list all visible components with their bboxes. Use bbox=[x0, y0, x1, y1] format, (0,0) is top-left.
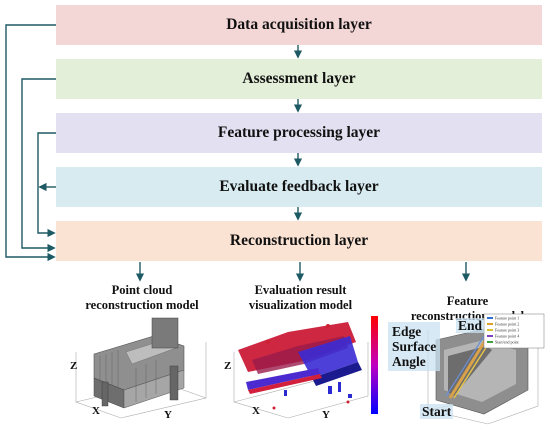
label-edge: Edge bbox=[392, 324, 422, 339]
legend-entry: Feature point 2 bbox=[495, 322, 519, 327]
layer-data-acquisition: Data acquisition layer bbox=[56, 5, 542, 45]
legend-entry: Start/end point bbox=[495, 340, 520, 345]
label-angle: Angle bbox=[392, 354, 426, 369]
point-cloud-model-image bbox=[75, 317, 207, 419]
output-title-point-cloud: Point cloud reconstruction model bbox=[72, 283, 212, 313]
label-start: Start bbox=[420, 404, 454, 419]
layer-label: Evaluate feedback layer bbox=[219, 178, 379, 195]
axis-z-label: Z bbox=[224, 360, 232, 372]
feedback-assessment bbox=[21, 78, 56, 253]
layer-label: Assessment layer bbox=[242, 70, 356, 87]
feature-type-labels: Edge Surface Angle bbox=[388, 322, 441, 371]
axis-x-label: X bbox=[252, 405, 260, 417]
feature-reconstruction-image: Feature point 1 Feature point 2 Feature … bbox=[427, 313, 545, 425]
label-surface: Surface bbox=[392, 339, 437, 354]
layer-feature-processing: Feature processing layer bbox=[56, 113, 542, 153]
legend-entry: Feature point 4 bbox=[495, 334, 519, 339]
layer-label: Reconstruction layer bbox=[229, 232, 369, 249]
layer-reconstruction: Reconstruction layer bbox=[56, 221, 542, 261]
axis-y-label: Y bbox=[164, 409, 172, 421]
layer-assessment: Assessment layer bbox=[56, 59, 542, 99]
layer-label: Data acquisition layer bbox=[226, 16, 372, 33]
caption-line: visualization model bbox=[248, 298, 353, 312]
feedback-data-acquisition bbox=[5, 24, 56, 262]
caption-line: Point cloud bbox=[111, 283, 173, 297]
legend-entry: Feature point 1 bbox=[495, 316, 519, 321]
feedback-feature-processing bbox=[37, 132, 56, 238]
output-title-evaluation: Evaluation result visualization model bbox=[228, 283, 373, 313]
axis-x-label: X bbox=[92, 405, 100, 417]
layer-evaluate-feedback: Evaluate feedback layer bbox=[56, 167, 542, 207]
caption-line: Feature bbox=[446, 294, 489, 308]
axis-z-label: Z bbox=[70, 360, 78, 372]
label-end: End bbox=[456, 318, 485, 333]
axis-y-label: Y bbox=[322, 409, 330, 421]
caption-line: reconstruction model bbox=[85, 298, 199, 312]
evaluation-visualization-image bbox=[233, 316, 378, 419]
layer-label: Feature processing layer bbox=[217, 124, 381, 141]
legend-entry: Feature point 3 bbox=[495, 328, 519, 333]
caption-line: Evaluation result bbox=[254, 283, 347, 297]
